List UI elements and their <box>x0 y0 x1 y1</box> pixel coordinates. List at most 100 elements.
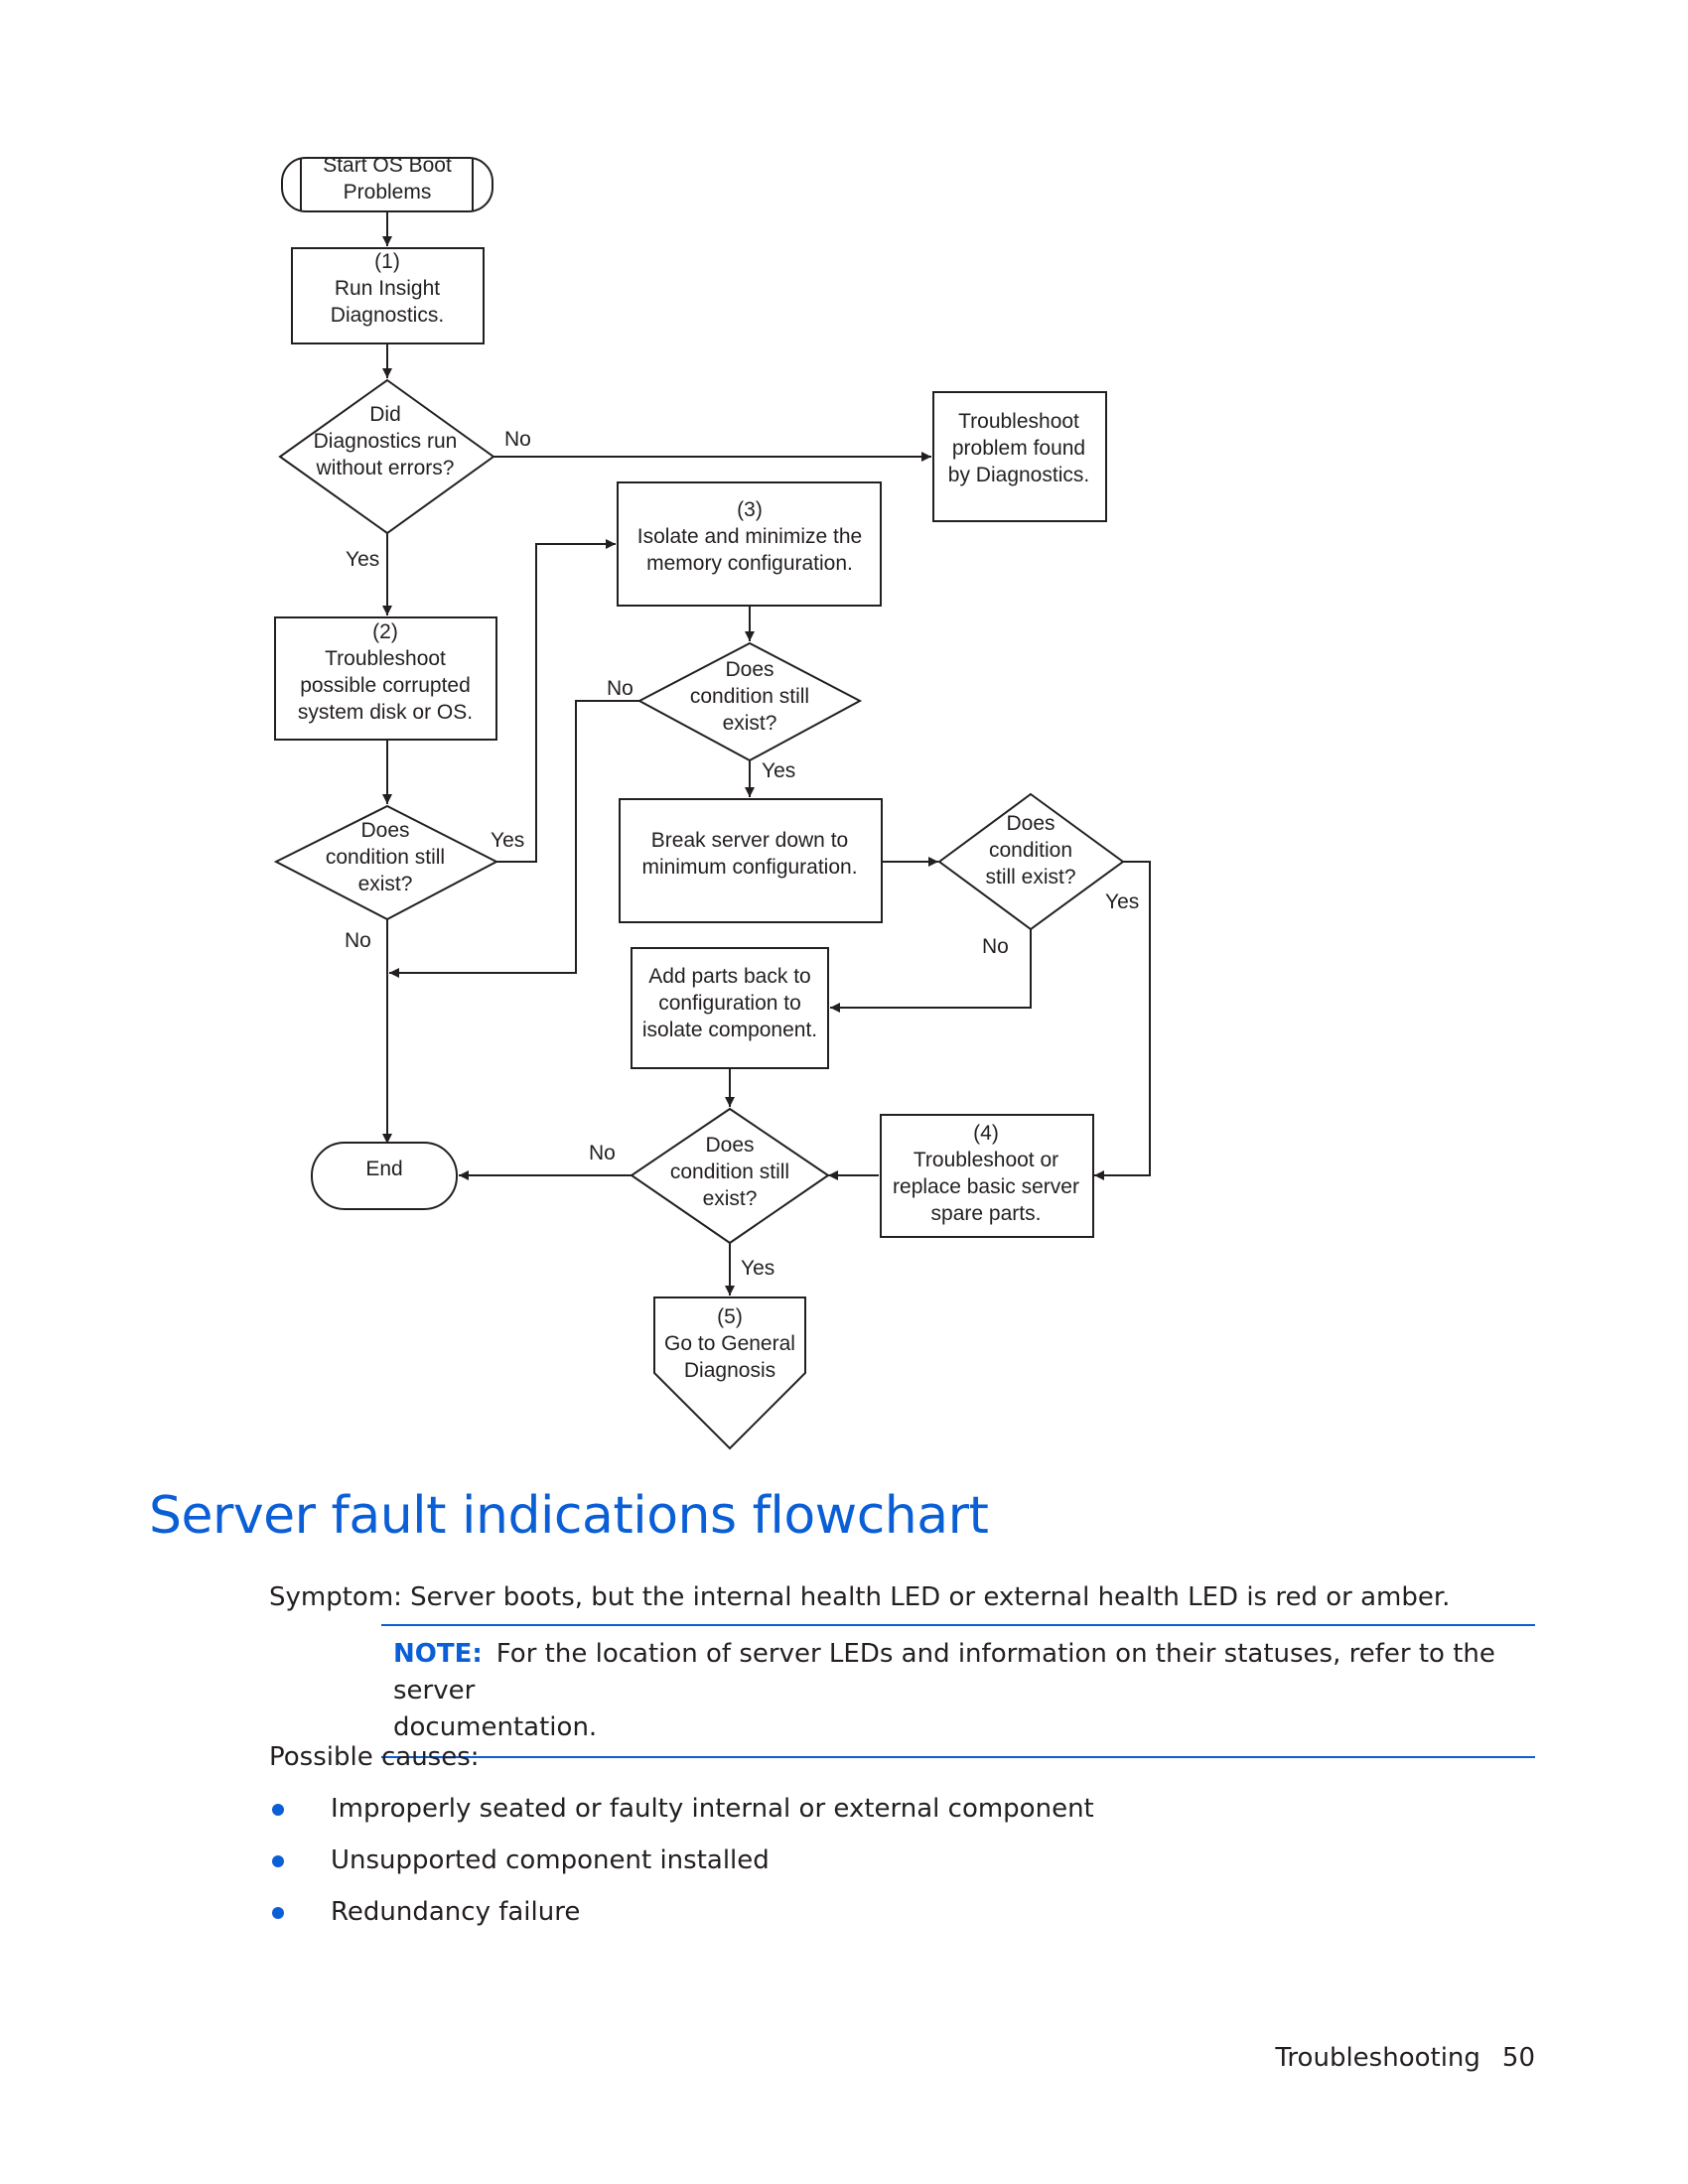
node-text-line: by Diagnostics. <box>948 464 1089 486</box>
flowchart-node-step3: (3) Isolate and minimize the memory config… <box>617 481 882 607</box>
node-text-line: Isolate and minimize the <box>637 525 862 548</box>
node-text-line: condition still <box>690 685 809 708</box>
node-text-line: Did <box>369 403 401 426</box>
section-title: Server fault indications flowchart <box>149 1486 989 1546</box>
node-text-line: Go to General <box>664 1332 795 1355</box>
flowchart-node-break-server: Break server down to minimum configuratio… <box>619 798 883 923</box>
edge-min-no <box>830 929 1032 1013</box>
node-text-line: condition <box>989 839 1072 862</box>
node-text-line: Does <box>725 658 774 681</box>
label-diag-no: No <box>504 428 531 451</box>
cause-text: Improperly seated or faulty internal or … <box>331 1794 1094 1824</box>
label-os-no: No <box>345 929 371 952</box>
node-text-line: Add parts back to <box>648 965 810 988</box>
label-os-yes: Yes <box>491 829 524 852</box>
node-text-line: replace basic server <box>893 1175 1079 1198</box>
node-text-line: (3) <box>737 498 763 521</box>
node-text-line: Does <box>1006 812 1055 835</box>
flowchart-node-step2: (2) Troubleshoot possible corrupted system … <box>274 616 497 741</box>
node-text-line: condition still <box>326 846 445 869</box>
note-line-1: NOTE:For the location of server LEDs and… <box>393 1636 1527 1709</box>
node-text-line: system disk or OS. <box>298 701 473 724</box>
node-text-line: Troubleshoot or <box>914 1149 1058 1171</box>
cause-text: Redundancy failure <box>331 1897 581 1927</box>
node-text-line: configuration to <box>658 992 801 1015</box>
bullet-icon <box>272 1804 284 1816</box>
node-text-line: (1) <box>374 250 400 273</box>
node-text-line: (5) <box>717 1305 743 1328</box>
node-decision-memory-text: Does condition still exist? <box>690 658 809 735</box>
node-end-text: End <box>365 1158 402 1180</box>
note-label: NOTE: <box>393 1639 483 1669</box>
flowchart-node-end: End <box>311 1142 458 1210</box>
causes-label: Possible causes: <box>269 1742 480 1772</box>
node-decision-os-text: Does condition still exist? <box>326 819 445 895</box>
node-text-line: End <box>365 1158 402 1180</box>
note-text-line-1: For the location of server LEDs and info… <box>393 1639 1495 1706</box>
bullet-icon <box>272 1855 284 1867</box>
flowchart-edges <box>382 211 1151 1296</box>
node-add-parts-text: Add parts back to configuration to isolate… <box>642 965 817 1041</box>
node-step3-text: (3) Isolate and minimize the memory config… <box>637 498 862 575</box>
list-item: Improperly seated or faulty internal or … <box>269 1791 1094 1843</box>
list-item: Unsupported component installed <box>269 1843 1094 1894</box>
node-text-line: Troubleshoot <box>325 647 446 670</box>
node-text-line: Break server down to <box>651 829 848 852</box>
node-text-line: memory configuration. <box>646 552 853 575</box>
page-number: 50 <box>1501 2043 1535 2073</box>
node-text-line: Diagnostics run <box>314 430 458 453</box>
node-text-line: Problems <box>344 181 432 204</box>
label-diag-yes: Yes <box>346 548 379 571</box>
node-text-line: exist? <box>703 1187 758 1210</box>
node-text-line: isolate component. <box>642 1019 817 1041</box>
page-footer: Troubleshooting 50 <box>1275 2043 1535 2073</box>
cause-text: Unsupported component installed <box>331 1845 770 1875</box>
edge-os-yes <box>496 539 616 863</box>
node-text-line: possible corrupted <box>300 674 471 697</box>
node-text-line: minimum configuration. <box>641 856 857 879</box>
flowchart-node-decision-memory: Does condition still exist? <box>636 641 863 762</box>
node-text-line: exist? <box>358 873 413 895</box>
node-text-line: Start OS Boot <box>323 154 452 177</box>
footer-chapter: Troubleshooting <box>1275 2043 1480 2073</box>
label-mem-yes: Yes <box>762 759 795 782</box>
label-mem-no: No <box>607 677 633 700</box>
flowchart-edge-labels: No Yes No Yes Yes No No Yes No Yes <box>345 428 1139 1280</box>
note-box: NOTE:For the location of server LEDs and… <box>381 1624 1535 1758</box>
note-text-line-2: documentation. <box>393 1712 598 1742</box>
node-text-line: Run Insight <box>335 277 440 300</box>
node-text-line: still exist? <box>985 866 1075 888</box>
label-parts-yes: Yes <box>741 1257 774 1280</box>
node-text-line: spare parts. <box>931 1202 1042 1225</box>
flowchart-node-add-parts: Add parts back to configuration to isolate… <box>631 947 829 1069</box>
node-step2-text: (2) Troubleshoot possible corrupted system … <box>298 620 473 724</box>
bullet-icon <box>272 1907 284 1919</box>
flowchart-node-decision-os: Does condition still exist? <box>273 804 499 921</box>
list-item: Redundancy failure <box>269 1894 1094 1946</box>
node-text-line: Troubleshoot <box>958 410 1079 433</box>
node-decision-minimum-text: Does condition still exist? <box>985 812 1075 888</box>
label-min-no: No <box>982 935 1009 958</box>
node-text-line: condition still <box>670 1160 789 1183</box>
node-text-line: Diagnosis <box>684 1359 775 1382</box>
node-text-line: (2) <box>372 620 398 643</box>
node-break-server-text: Break server down to minimum configuratio… <box>641 829 857 879</box>
node-text-line: Does <box>360 819 409 842</box>
node-text-line: exist? <box>723 712 777 735</box>
label-min-yes: Yes <box>1105 890 1139 913</box>
node-text-line: without errors? <box>316 457 455 479</box>
node-text-line: Diagnostics. <box>331 304 444 327</box>
